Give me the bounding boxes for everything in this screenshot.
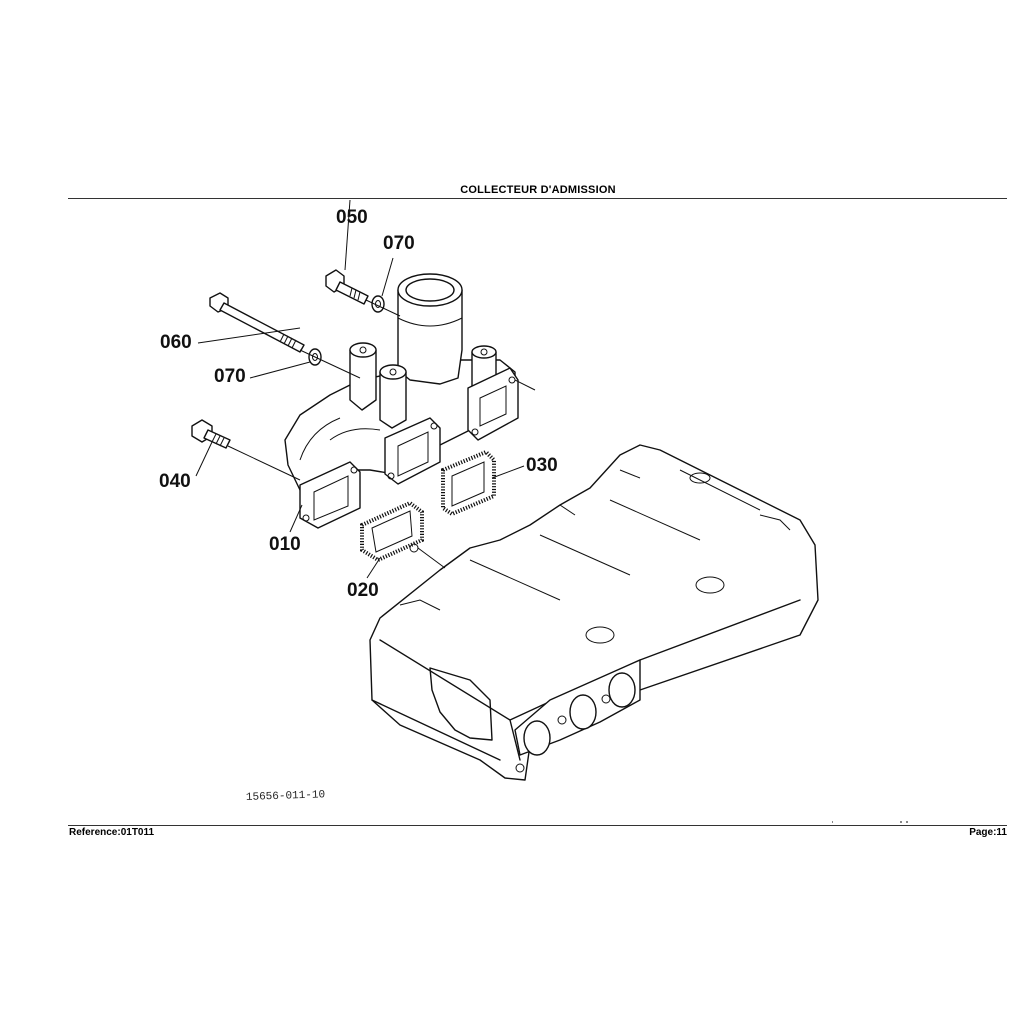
intake-manifold <box>284 273 519 529</box>
page-number: Page:11 <box>969 827 1007 838</box>
washer-070-top <box>371 295 385 313</box>
callout-070-top: 070 <box>383 233 415 254</box>
callout-030: 030 <box>526 455 558 476</box>
gasket-020 <box>360 500 424 563</box>
callout-070-left: 070 <box>214 366 246 387</box>
header-divider <box>68 198 1007 199</box>
callout-010: 010 <box>269 534 301 555</box>
bolt-050 <box>325 269 369 305</box>
leader-lines <box>195 199 536 579</box>
bolt-060 <box>209 292 305 353</box>
callout-050: 050 <box>336 207 368 228</box>
callout-060: 060 <box>160 332 192 353</box>
cylinder-head <box>369 444 819 781</box>
drawing-number: 15656-011-10 <box>246 789 326 804</box>
footer-divider <box>68 825 1007 826</box>
reference-label: Reference:01T011 <box>69 827 155 838</box>
gasket-030 <box>441 449 496 517</box>
callout-040: 040 <box>159 471 191 492</box>
page-title: COLLECTEUR D'ADMISSION <box>460 184 616 196</box>
callout-020: 020 <box>347 580 379 601</box>
bolt-040 <box>191 419 231 449</box>
